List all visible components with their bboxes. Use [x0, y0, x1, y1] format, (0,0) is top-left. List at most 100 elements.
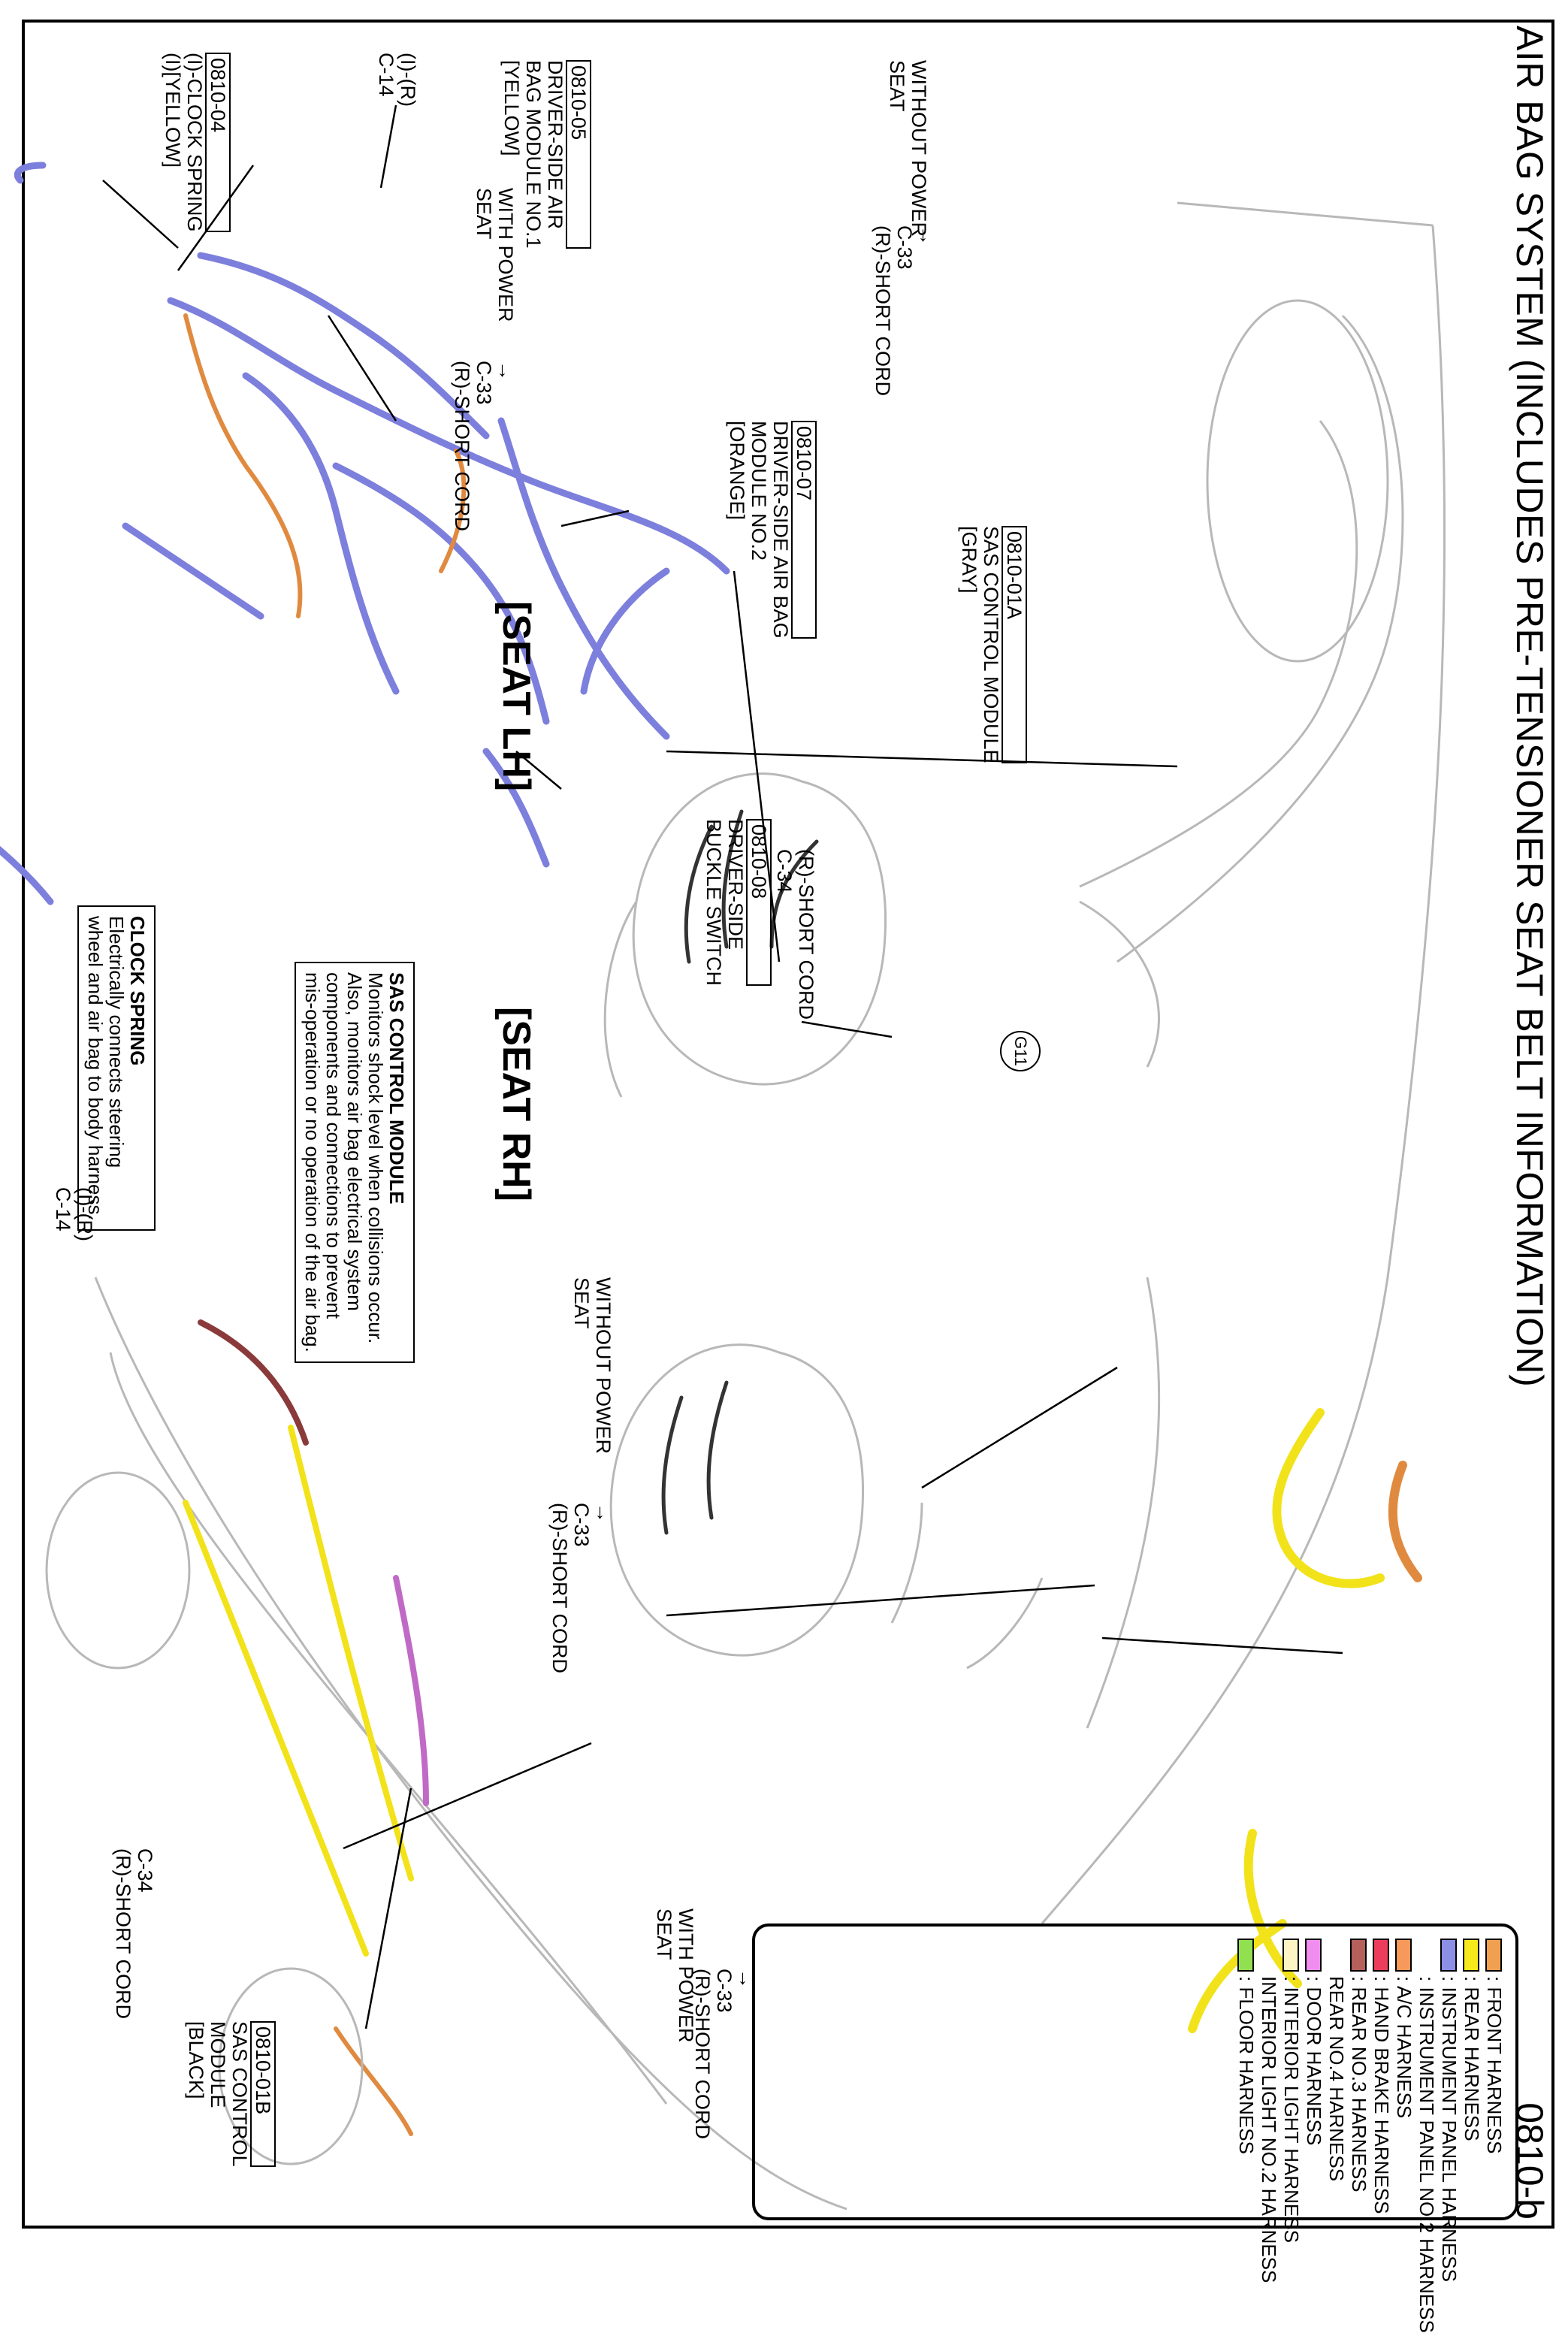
label-line: [ORANGE] — [726, 421, 748, 521]
arrow-icon: → — [494, 361, 517, 381]
label-line: C-33 — [473, 361, 495, 405]
label-line: SEAT — [886, 60, 908, 112]
connector-code: 0810-01B — [250, 2021, 276, 2167]
dashboard-outline — [1041, 201, 1446, 1924]
legend-label: : HAND BRAKE HARNESS — [1370, 1976, 1393, 2214]
label-line: (I)-(R) — [74, 1187, 96, 1241]
legend-label: INTERIOR LIGHT NO.2 HARNESS — [1258, 1976, 1280, 2283]
label-line: C-34 — [134, 1848, 156, 1893]
legend-row: : HAND BRAKE HARNESS — [1370, 1939, 1393, 2214]
legend-row: : INTERIOR LIGHT HARNESS — [1280, 1939, 1303, 2243]
label-line: C-33 — [570, 1503, 593, 1547]
legend-swatch — [1440, 1939, 1457, 1972]
sas-module-callout: SAS CONTROL MODULE Monitors shock level … — [295, 962, 415, 1363]
label-line: (R)-SHORT CORD — [112, 1848, 134, 2019]
label-line: SAS CONTROL — [228, 2021, 251, 2167]
callout-line: components and connections to prevent — [322, 972, 345, 1319]
seat-lh-outline — [603, 772, 887, 1098]
legend-row: : FRONT HARNESS — [1483, 1939, 1506, 2205]
callout-title: CLOCK SPRING — [126, 916, 149, 1066]
legend-swatch — [1395, 1939, 1412, 1972]
ip-harness-wires — [0, 162, 730, 905]
harness-color-legend: : FRONT HARNESS: REAR HARNESS: INSTRUMEN… — [752, 1924, 1518, 2333]
label-line: (R)-SHORT CORD — [872, 225, 894, 396]
legend-row: : REAR NO.3 HARNESS — [1348, 1939, 1370, 2205]
legend-label: : FLOOR HARNESS — [1235, 1976, 1258, 2154]
legend-row: : DOOR HARNESS — [1303, 1939, 1325, 2205]
label-line: (R)-SHORT CORD — [795, 849, 817, 1020]
label-without-power-bottom: WITHOUT POWER SEAT — [570, 1277, 615, 1454]
legend-label: : REAR NO.3 HARNESS — [1348, 1976, 1370, 2192]
label-with-power-top: WITH POWER SEAT — [473, 188, 517, 322]
legend-swatch — [1463, 1939, 1479, 1972]
legend-swatch — [1350, 1939, 1367, 1972]
seat-rh-label: [SEAT RH] — [494, 1007, 538, 1202]
legend-swatch — [1282, 1939, 1299, 1972]
legend-row: REAR NO.4 HARNESS — [1325, 1939, 1348, 2205]
label-line: WITHOUT POWER — [592, 1277, 615, 1454]
page-title: AIR BAG SYSTEM (INCLUDES PRE-TENSIONER S… — [1509, 26, 1551, 1388]
legend-row: INTERIOR LIGHT NO.2 HARNESS — [1258, 1939, 1280, 2283]
label-c34-bottom: C-34 (R)-SHORT CORD — [112, 1848, 156, 2019]
label-line: SAS CONTROL MODULE — [980, 526, 1002, 763]
label-sas-module-a: 0810-01A SAS CONTROL MODULE [GRAY] — [958, 526, 1027, 763]
legend-label: : REAR HARNESS — [1461, 1976, 1483, 2141]
callout-title: SAS CONTROL MODULE — [385, 972, 408, 1204]
label-buckle-switch: 0810-08 DRIVER-SIDE BUCKLE SWITCH — [702, 819, 772, 987]
leader-lines — [102, 104, 1343, 2029]
legend-row: : FLOOR HARNESS — [1235, 1939, 1258, 2205]
right-detail-outline — [890, 1277, 1161, 1729]
right-detail-wires — [1272, 1408, 1422, 1588]
car-harness-wires — [183, 1319, 429, 1957]
label-sas-module-b: 0810-01B SAS CONTROL MODULE [BLACK] — [185, 2021, 276, 2167]
connector-code: 0810-04 — [205, 53, 231, 232]
diagram-sheet: AIR BAG SYSTEM (INCLUDES PRE-TENSIONER S… — [0, 20, 1554, 2333]
legend-row: : A/C HARNESS — [1393, 1939, 1415, 2205]
harness-drawing — [0, 104, 1446, 2211]
legend-label: : A/C HARNESS — [1393, 1976, 1415, 2119]
label-line: WITHOUT POWER — [908, 60, 930, 237]
legend-label: : INSTRUMENT PANEL NO.2 HARNESS — [1415, 1976, 1438, 2333]
label-line: (I)-(R) — [397, 53, 419, 107]
callout-line: wheel and air bag to body harness. — [84, 916, 107, 1220]
legend-label: : INSTRUMENT PANEL HARNESS — [1438, 1976, 1461, 2282]
legend-swatch — [1485, 1939, 1502, 1972]
label-c14-right: (I)-(R) C-14 — [52, 1187, 96, 1241]
label-line: C-14 — [375, 53, 397, 97]
legend-swatch — [1373, 1939, 1389, 1972]
label-c33-without-bottom: → C-33 (R)-SHORT CORD — [548, 1503, 615, 1673]
label-line: WITH POWER — [494, 188, 517, 322]
callout-line: Also, monitors air bag electrical system — [343, 972, 366, 1311]
label-c14-top: (I)-(R) C-14 — [375, 53, 419, 107]
legend-row: : INSTRUMENT PANEL NO.2 HARNESS — [1415, 1939, 1438, 2333]
label-c33-with-bottom: → C-33 (R)-SHORT CORD — [691, 1969, 757, 2139]
callout-line: mis-operation or no operation of the air… — [301, 972, 324, 1352]
label-line: C-34 — [773, 849, 796, 893]
label-line: C-33 — [713, 1969, 736, 2013]
label-c33-with-top: → C-33 (R)-SHORT CORD — [451, 361, 517, 531]
legend-swatch — [1305, 1939, 1322, 1972]
label-without-power-top: WITHOUT POWER SEAT — [886, 60, 930, 237]
label-line: SEAT — [473, 188, 495, 240]
car-body-outline — [45, 1277, 847, 2211]
label-line: (I)[YELLOW] — [162, 53, 184, 168]
legend-swatch — [1237, 1939, 1254, 1972]
label-with-power-bottom: WITH POWER SEAT — [653, 1908, 697, 2042]
label-line: DRIVER-SIDE AIR BAG — [769, 421, 792, 639]
legend-row: : INSTRUMENT PANEL HARNESS — [1438, 1939, 1461, 2282]
label-line: C-33 — [893, 225, 916, 270]
connector-code: 0810-05 — [566, 60, 591, 249]
label-line: [BLACK] — [185, 2021, 207, 2099]
label-line: BUCKLE SWITCH — [702, 819, 725, 987]
label-line: DRIVER-SIDE — [724, 819, 747, 950]
label-line: MODULE NO.2 — [748, 421, 770, 561]
label-clock-spring-connector: 0810-04 (I)-CLOCK SPRING (I)[YELLOW] — [162, 53, 231, 232]
connector-code: 0810-07 — [791, 421, 817, 639]
arrow-icon: → — [915, 225, 938, 246]
legend-label: : FRONT HARNESS — [1483, 1976, 1506, 2154]
callout-line: Monitors shock level when collisions occ… — [364, 972, 387, 1344]
connector-code: 0810-08 — [746, 819, 772, 987]
label-line: (R)-SHORT CORD — [548, 1503, 571, 1673]
legend-row: : REAR HARNESS — [1461, 1939, 1483, 2205]
seat-lh-wires — [684, 809, 819, 964]
